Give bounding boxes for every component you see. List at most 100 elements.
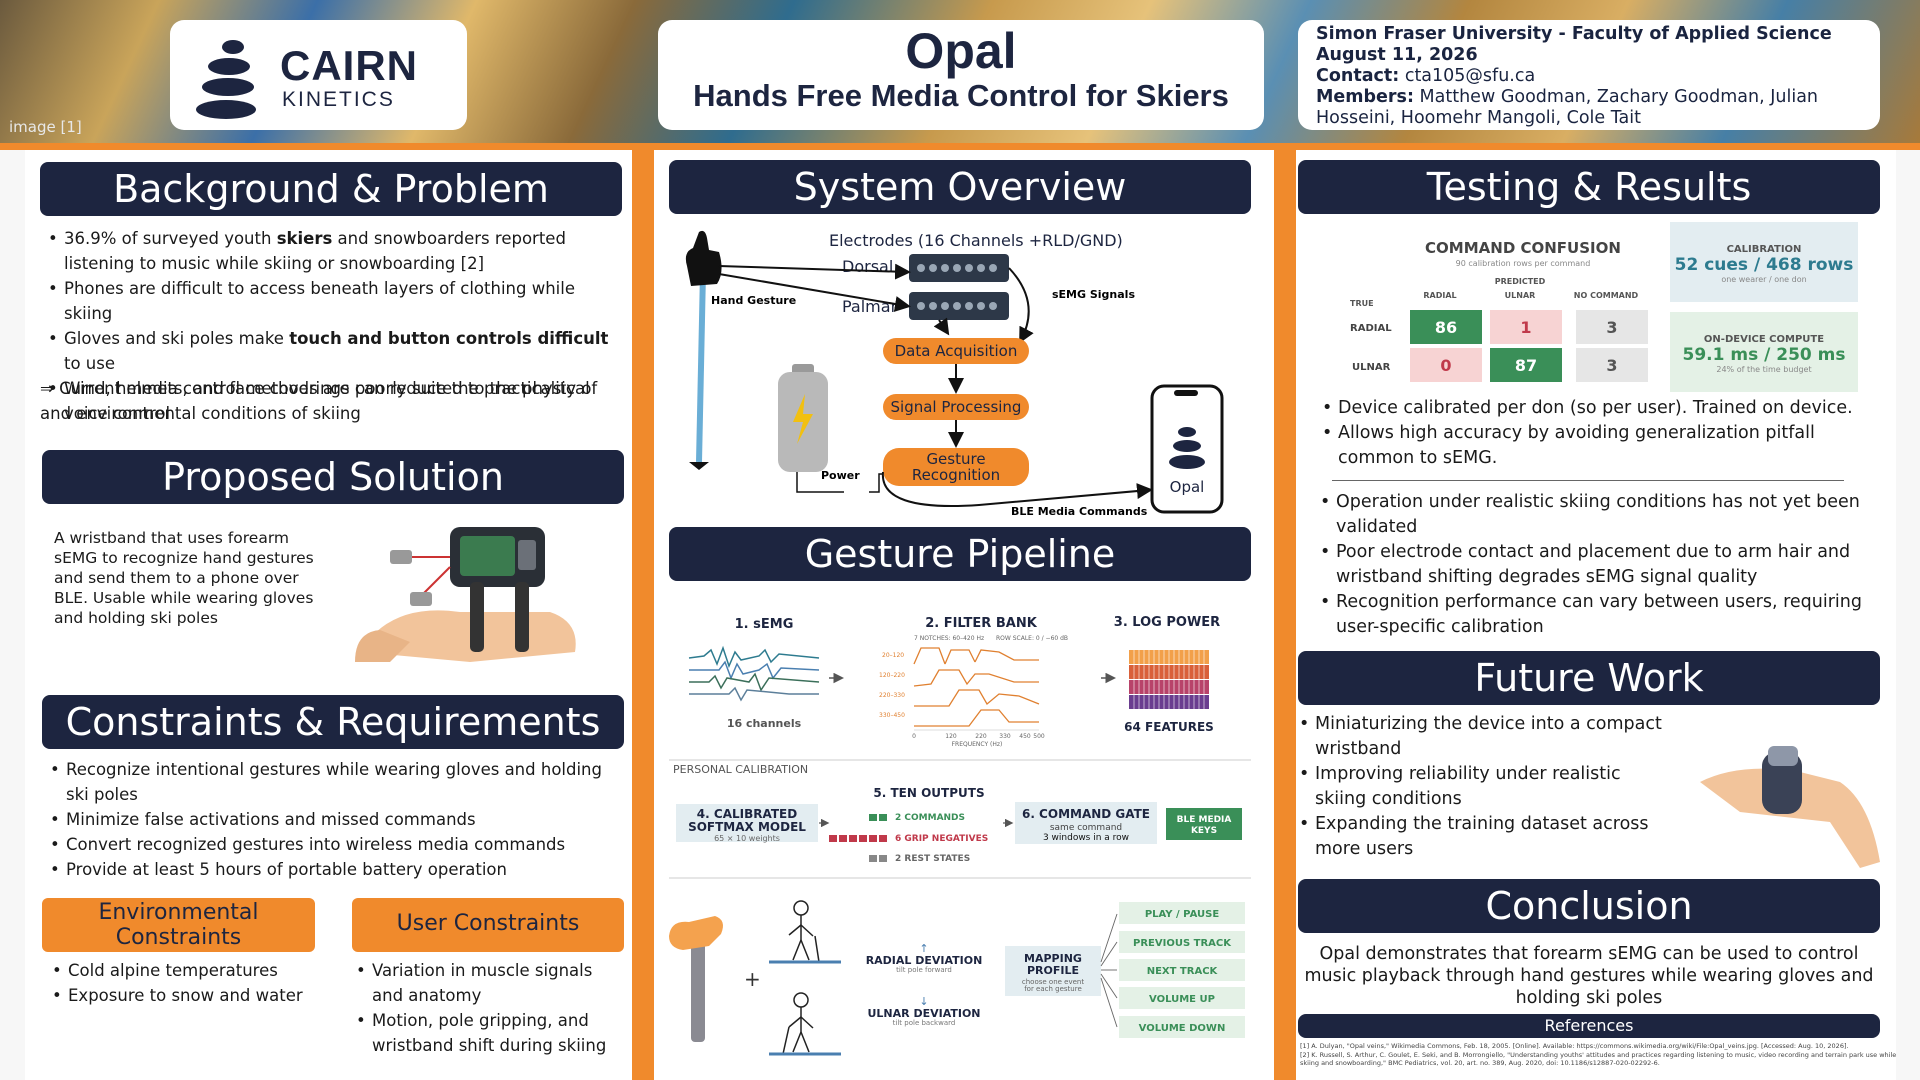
- list-item: 36.9% of surveyed youth skiers and snowb…: [44, 226, 624, 276]
- conclusion-heading: Conclusion: [1298, 879, 1880, 933]
- list-item: Cold alpine temperatures: [48, 958, 318, 983]
- references-heading: References: [1298, 1014, 1880, 1038]
- svg-text:FREQUENCY (Hz): FREQUENCY (Hz): [952, 741, 1003, 748]
- ski-pole-icon: [685, 230, 722, 470]
- references: [1] A. Dulyan, "Opal veins," Wikimedia C…: [1300, 1042, 1900, 1068]
- svg-text:ROW SCALE: 0 / −60 dB: ROW SCALE: 0 / −60 dB: [996, 635, 1068, 642]
- pipeline-heading: Gesture Pipeline: [669, 527, 1251, 581]
- svg-text:4. CALIBRATED: 4. CALIBRATED: [697, 807, 797, 821]
- contact-label: Contact:: [1316, 66, 1400, 86]
- list-item: Exposure to snow and water: [48, 983, 318, 1008]
- future-list: Miniaturizing the device into a compact …: [1295, 712, 1675, 862]
- logo-subtitle: KINETICS: [282, 88, 395, 111]
- list-item: Operation under realistic skiing conditi…: [1316, 490, 1876, 540]
- compute-stat: ON-DEVICE COMPUTE 59.1 ms / 250 ms 24% o…: [1670, 312, 1858, 392]
- dorsal-label: Dorsal: [842, 257, 893, 276]
- svg-text:PLAY / PAUSE: PLAY / PAUSE: [1145, 909, 1220, 920]
- gripped-pole-icon: [669, 916, 723, 1042]
- future-wristband-illustration: [1700, 746, 1880, 868]
- calibration-stat: CALIBRATION 52 cues / 468 rows one weare…: [1670, 222, 1858, 302]
- semg-wave: [689, 686, 819, 702]
- overview-heading: System Overview: [669, 160, 1251, 214]
- ble-label: BLE Media Commands: [1011, 505, 1148, 518]
- svg-text:COMMAND CONFUSION: COMMAND CONFUSION: [1425, 239, 1621, 257]
- matrix-value: 87: [1515, 356, 1537, 375]
- list-item: Motion, pole gripping, and wristband shi…: [352, 1008, 624, 1058]
- environmental-constraints-heading: Environmental Constraints: [42, 898, 315, 952]
- reference-1: [1] A. Dulyan, "Opal veins," Wikimedia C…: [1300, 1042, 1849, 1050]
- mapping-profile-box: [1005, 946, 1101, 996]
- signal-processing-box: [883, 394, 1029, 420]
- phone-label: Opal: [1170, 478, 1205, 496]
- matrix-value: 1: [1520, 318, 1531, 337]
- semg-wave: [689, 660, 820, 681]
- svg-text:7 NOTCHES: 60–420 Hz: 7 NOTCHES: 60–420 Hz: [914, 635, 984, 642]
- limitations-list: Operation under realistic skiing conditi…: [1316, 490, 1876, 640]
- list-item: Device calibrated per don (so per user).…: [1318, 396, 1858, 421]
- testing-heading: Testing & Results: [1298, 160, 1880, 214]
- svg-text:choose one event: choose one event: [1022, 978, 1084, 986]
- svg-text:NEXT TRACK: NEXT TRACK: [1147, 966, 1219, 977]
- poster-title: Opal: [905, 23, 1017, 79]
- svg-text:RADIAL: RADIAL: [1423, 291, 1456, 300]
- poster-subtitle: Hands Free Media Control for Skiers: [693, 78, 1229, 113]
- svg-text:Signal Processing: Signal Processing: [891, 398, 1022, 416]
- svg-text:MAPPING: MAPPING: [1024, 952, 1082, 965]
- hand-gesture-label: Hand Gesture: [711, 294, 796, 307]
- list-item: Variation in muscle signals and anatomy: [352, 958, 624, 1008]
- semg-signals-label: sEMG Signals: [1052, 288, 1135, 301]
- svg-text:2 COMMANDS: 2 COMMANDS: [895, 813, 965, 823]
- logo-card: CAIRN KINETICS: [170, 20, 467, 130]
- svg-text:90 calibration rows per comman: 90 calibration rows per command: [1456, 259, 1591, 268]
- plus-sign: +: [744, 967, 761, 991]
- wristband-illustration: [355, 527, 576, 662]
- list-item: Allows high accuracy by avoiding general…: [1318, 421, 1858, 471]
- svg-text:VOLUME DOWN: VOLUME DOWN: [1139, 1023, 1226, 1034]
- system-overview-diagram: Electrodes (16 Channels +RLD/GND) Hand G…: [685, 230, 1224, 518]
- matrix-cell: [1576, 348, 1648, 382]
- header-divider: [0, 143, 1920, 150]
- svg-text:ULNAR DEVIATION: ULNAR DEVIATION: [867, 1007, 980, 1020]
- conclusion-text: Opal demonstrates that forearm sEMG can …: [1304, 944, 1874, 1008]
- band-label: 330–450: [879, 712, 905, 719]
- svg-text:450: 450: [1019, 733, 1031, 740]
- band-label: 220–330: [879, 692, 905, 699]
- matrix-cell: [1490, 310, 1562, 344]
- title-card: Opal Hands Free Media Control for Skiers: [658, 20, 1264, 130]
- list-item: Gloves and ski poles make touch and butt…: [44, 326, 624, 376]
- constraints-heading: Constraints & Requirements: [42, 695, 624, 749]
- university: Simon Fraser University - Faculty of App…: [1316, 24, 1832, 44]
- background-heading: Background & Problem: [40, 162, 622, 216]
- list-item: Phones are difficult to access beneath l…: [44, 276, 624, 326]
- svg-text:ULNAR: ULNAR: [1505, 291, 1536, 300]
- svg-text:VOLUME UP: VOLUME UP: [1149, 994, 1215, 1005]
- svg-text:330: 330: [999, 733, 1011, 740]
- column-divider-1: [632, 150, 654, 1080]
- action-list: PLAY / PAUSE PREVIOUS TRACK NEXT TRACK V…: [1119, 902, 1245, 1038]
- battery-icon: [778, 364, 828, 472]
- svg-text:1. sEMG: 1. sEMG: [735, 617, 794, 632]
- svg-text:3. LOG POWER: 3. LOG POWER: [1114, 615, 1220, 630]
- list-item: Wind, helmets, and face coverings can re…: [44, 376, 624, 426]
- matrix-cell: [1410, 348, 1482, 382]
- svg-text:PERSONAL CALIBRATION: PERSONAL CALIBRATION: [673, 763, 808, 776]
- column-divider-2: [1274, 150, 1296, 1080]
- svg-text:PROFILE: PROFILE: [1027, 964, 1079, 977]
- filter-bank-curves: [913, 647, 1040, 727]
- up-arrow-icon: ↑: [919, 942, 928, 955]
- list-item: Provide at least 5 hours of portable bat…: [46, 857, 620, 882]
- svg-text:3 windows in a row: 3 windows in a row: [1043, 833, 1129, 843]
- svg-text:120: 120: [945, 733, 957, 740]
- gesture-pipeline-diagram: 1. sEMG 16 channels 2. FILTER BANK 7 NOT…: [669, 615, 1251, 1056]
- svg-text:2. FILTER BANK: 2. FILTER BANK: [925, 616, 1037, 631]
- svg-text:BLE MEDIA: BLE MEDIA: [1177, 815, 1232, 825]
- svg-text:0: 0: [912, 733, 916, 740]
- down-arrow-icon: ↓: [919, 995, 928, 1008]
- solution-heading: Proposed Solution: [42, 450, 624, 504]
- svg-text:same command: same command: [1050, 823, 1122, 833]
- svg-text:KEYS: KEYS: [1191, 826, 1217, 836]
- contact-email[interactable]: cta105@sfu.ca: [1404, 66, 1536, 86]
- matrix-value: 3: [1606, 318, 1617, 337]
- data-acquisition-box: [883, 338, 1029, 364]
- svg-text:6. COMMAND GATE: 6. COMMAND GATE: [1022, 807, 1150, 821]
